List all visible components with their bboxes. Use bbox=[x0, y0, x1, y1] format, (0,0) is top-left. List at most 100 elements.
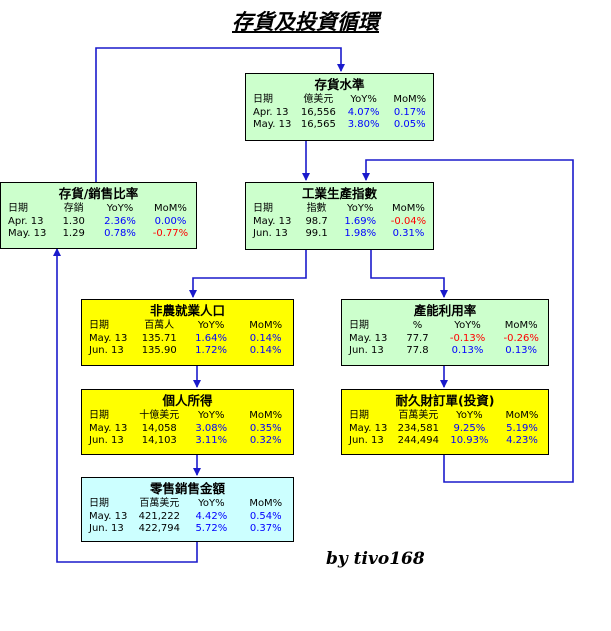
yoy-cell: 3.11% bbox=[195, 435, 228, 446]
yoy-cell: 1.64% bbox=[195, 332, 227, 344]
page-title: 存貨及投資循環 bbox=[232, 9, 379, 34]
date-cell: Apr. 13 bbox=[8, 215, 44, 227]
value-cell: 234,581 bbox=[397, 422, 439, 434]
column-header: MoM% bbox=[392, 203, 425, 214]
value-cell: 135.90 bbox=[141, 345, 177, 356]
yoy-cell: 3.80% bbox=[347, 119, 380, 130]
value-cell: 14,103 bbox=[141, 435, 177, 446]
value-cell: 244,494 bbox=[397, 435, 439, 446]
yoy-cell: 5.72% bbox=[195, 523, 228, 534]
value-cell: 1.29 bbox=[62, 228, 85, 239]
mom-cell: 0.17% bbox=[393, 106, 426, 118]
date-cell: May. 13 bbox=[89, 422, 128, 434]
date-cell: Jun. 13 bbox=[349, 345, 384, 356]
column-header: 日期 bbox=[253, 94, 273, 105]
date-cell: Jun. 13 bbox=[89, 345, 124, 356]
yoy-cell: 4.07% bbox=[347, 106, 380, 118]
date-cell: Jun. 13 bbox=[349, 435, 384, 446]
date-cell: Apr. 13 bbox=[253, 106, 289, 118]
box-title: 非農就業人口 bbox=[149, 303, 225, 318]
yoy-cell: 1.69% bbox=[344, 215, 377, 227]
column-header: 日期 bbox=[89, 410, 109, 421]
column-header: 日期 bbox=[349, 410, 369, 421]
table-row: Jun. 13 244,494 10.93% 4.23% bbox=[347, 435, 548, 448]
value-cell: 421,222 bbox=[138, 510, 181, 522]
mom-cell: 0.13% bbox=[505, 345, 538, 356]
author-signature: by tivo168 bbox=[326, 549, 425, 569]
value-cell: 422,794 bbox=[138, 523, 181, 534]
value-cell: 77.8 bbox=[406, 345, 429, 356]
date-cell: May. 13 bbox=[89, 332, 128, 344]
date-cell: May. 13 bbox=[8, 228, 47, 239]
arrow-production-to-capacity bbox=[370, 250, 448, 298]
column-header: MoM% bbox=[154, 203, 187, 214]
date-cell: May. 13 bbox=[253, 119, 292, 130]
date-cell: May. 13 bbox=[253, 215, 292, 227]
column-header: 日期 bbox=[349, 320, 369, 331]
mom-cell: 5.19% bbox=[506, 422, 538, 434]
column-header: YoY% bbox=[198, 498, 225, 509]
column-header: YoY% bbox=[198, 410, 225, 421]
box-title: 產能利用率 bbox=[413, 303, 477, 318]
column-header: 日期 bbox=[8, 203, 28, 214]
mom-cell: 4.23% bbox=[506, 435, 538, 446]
yoy-cell: 2.36% bbox=[104, 215, 136, 227]
mom-cell: 0.32% bbox=[249, 435, 282, 446]
mom-cell: 0.54% bbox=[249, 510, 282, 522]
column-header: 指數 bbox=[306, 203, 327, 214]
table-row: Jun. 13 77.8 0.13% 0.13% bbox=[347, 345, 548, 358]
column-header: 日期 bbox=[89, 498, 109, 509]
column-header: YoY% bbox=[106, 203, 134, 214]
column-header: MoM% bbox=[504, 320, 538, 331]
table-header-row: 日期%YoY%MoM% bbox=[347, 320, 548, 333]
box-title: 零售銷售金額 bbox=[149, 481, 225, 496]
table-header-row: 日期 百萬美元 YoY% MoM% bbox=[347, 410, 548, 423]
yoy-cell: 9.25% bbox=[453, 422, 486, 434]
table-header-row: 日期 百萬人 YoY% MoM% bbox=[87, 320, 293, 333]
mom-cell: -0.04% bbox=[390, 215, 427, 227]
mom-cell: 0.05% bbox=[393, 119, 426, 130]
yoy-cell: 10.93% bbox=[450, 435, 489, 446]
yoy-cell: 3.08% bbox=[195, 422, 228, 434]
column-header: 百萬人 bbox=[144, 320, 175, 331]
arrow-ratio-to-inventory bbox=[95, 47, 345, 182]
mom-cell: -0.77% bbox=[152, 228, 189, 239]
value-cell: 99.1 bbox=[305, 228, 328, 239]
column-header: 日期 bbox=[89, 320, 109, 331]
column-header: 百萬美元 bbox=[398, 410, 439, 421]
value-cell: 77.7 bbox=[406, 332, 429, 344]
mom-cell: -0.26% bbox=[503, 332, 539, 344]
mom-cell: 0.14% bbox=[249, 345, 282, 356]
date-cell: Jun. 13 bbox=[89, 523, 124, 534]
arrow-retail-to-ratio bbox=[53, 248, 198, 563]
column-header: YoY% bbox=[350, 94, 377, 105]
mom-cell: 0.00% bbox=[154, 215, 187, 227]
box-title: 存貨水準 bbox=[314, 77, 365, 92]
column-header: MoM% bbox=[249, 320, 283, 331]
value-cell: 16,565 bbox=[300, 119, 336, 130]
yoy-cell: 0.13% bbox=[451, 345, 484, 356]
column-header: YoY% bbox=[197, 320, 225, 331]
column-header: 存銷 bbox=[63, 203, 84, 214]
column-header: YoY% bbox=[456, 410, 483, 421]
column-header: MoM% bbox=[505, 410, 539, 421]
